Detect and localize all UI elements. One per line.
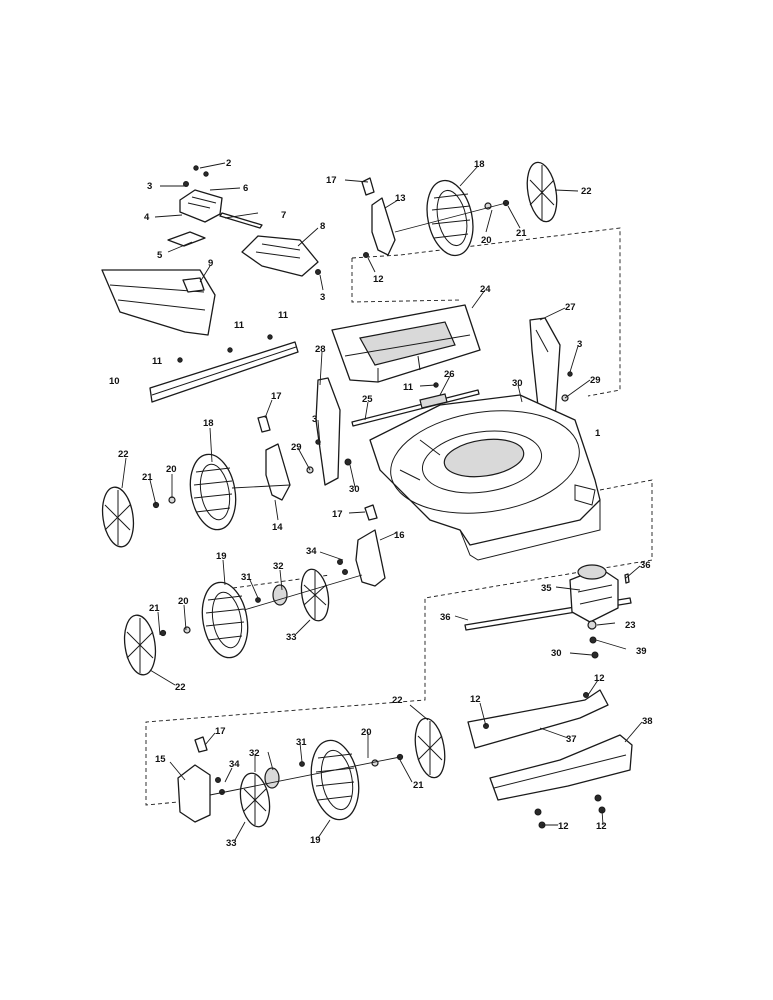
callout-36: 36 — [440, 612, 451, 623]
callout-11: 11 — [403, 382, 414, 393]
callout-22: 22 — [581, 186, 592, 197]
hinge-rod — [149, 334, 299, 403]
callout-7: 7 — [281, 210, 286, 221]
callout-12: 12 — [558, 821, 569, 832]
callout-16: 16 — [394, 530, 405, 541]
callout-29: 29 — [590, 375, 601, 386]
callout-35: 35 — [541, 583, 552, 594]
rear-right-wheel-group — [361, 161, 558, 258]
front-height-adjuster — [337, 504, 386, 587]
front-left-wheel-group — [101, 415, 291, 548]
callout-3: 3 — [577, 339, 582, 350]
callout-22: 22 — [175, 682, 186, 693]
callout-1: 1 — [595, 428, 601, 439]
callout-10: 10 — [109, 376, 120, 387]
callout-12: 12 — [373, 274, 384, 285]
callout-24: 24 — [480, 284, 491, 295]
callout-21: 21 — [142, 472, 153, 483]
callout-20: 20 — [481, 235, 492, 246]
callout-11: 11 — [234, 320, 245, 331]
callout-27: 27 — [565, 302, 576, 313]
rear-left-wheel-group — [177, 717, 446, 828]
callout-6: 6 — [243, 183, 248, 194]
callout-26: 26 — [444, 369, 455, 380]
drive-transmission — [464, 564, 632, 659]
callout-3: 3 — [312, 414, 317, 425]
callout-31: 31 — [241, 572, 252, 583]
mower-deck — [369, 394, 601, 561]
callout-21: 21 — [413, 780, 424, 791]
callout-20: 20 — [178, 596, 189, 607]
callout-32: 32 — [249, 748, 260, 759]
callout-12: 12 — [596, 821, 607, 832]
callout-3: 3 — [320, 292, 325, 303]
callout-39: 39 — [636, 646, 647, 657]
callout-17: 17 — [332, 509, 343, 520]
callout-12: 12 — [594, 673, 605, 684]
rear-shield — [331, 304, 481, 383]
callout-11: 11 — [278, 310, 289, 321]
callout-20: 20 — [361, 727, 372, 738]
callout-3: 3 — [147, 181, 152, 192]
callout-25: 25 — [362, 394, 373, 405]
callout-20: 20 — [166, 464, 177, 475]
callout-33: 33 — [226, 838, 237, 849]
callout-31: 31 — [296, 737, 307, 748]
callout-22: 22 — [118, 449, 129, 460]
handle-bracket — [241, 235, 321, 277]
callout-34: 34 — [229, 759, 240, 770]
callout-36: 36 — [640, 560, 651, 571]
front-baffle — [489, 734, 633, 829]
rear-bracket-assembly — [167, 165, 263, 247]
callout-leaders — [121, 162, 643, 841]
assembly-guide-lines — [145, 227, 653, 806]
callout-17: 17 — [271, 391, 282, 402]
callout-30: 30 — [349, 484, 360, 495]
callout-22: 22 — [392, 695, 403, 706]
callout-30: 30 — [551, 648, 562, 659]
rear-rod — [351, 382, 480, 427]
callout-18: 18 — [203, 418, 214, 429]
callout-34: 34 — [306, 546, 317, 557]
callout-13: 13 — [395, 193, 406, 204]
callout-37: 37 — [566, 734, 577, 745]
callout-21: 21 — [516, 228, 527, 239]
callout-38: 38 — [642, 716, 653, 727]
callout-15: 15 — [155, 754, 166, 765]
callout-17: 17 — [326, 175, 337, 186]
callout-18: 18 — [474, 159, 485, 170]
front-left-lower-wheel-group — [123, 568, 363, 676]
left-side-bracket — [306, 377, 352, 486]
callout-21: 21 — [149, 603, 160, 614]
callout-33: 33 — [286, 632, 297, 643]
callout-2: 2 — [226, 158, 231, 169]
callout-30: 30 — [512, 378, 523, 389]
callout-9: 9 — [208, 258, 213, 269]
callout-labels: 2 3 6 4 7 5 8 3 9 17 13 12 18 20 21 22 2… — [109, 158, 653, 849]
callout-29: 29 — [291, 442, 302, 453]
callout-17: 17 — [215, 726, 226, 737]
callout-8: 8 — [320, 221, 325, 232]
rear-flap — [101, 269, 216, 336]
callout-19: 19 — [310, 835, 321, 846]
callout-11: 11 — [152, 356, 163, 367]
callout-14: 14 — [272, 522, 283, 533]
callout-4: 4 — [144, 212, 150, 223]
callout-23: 23 — [625, 620, 636, 631]
callout-19: 19 — [216, 551, 227, 562]
rear-baffle — [467, 689, 609, 749]
callout-12: 12 — [470, 694, 481, 705]
callout-32: 32 — [273, 561, 284, 572]
callout-28: 28 — [315, 344, 326, 355]
callout-5: 5 — [157, 250, 163, 261]
